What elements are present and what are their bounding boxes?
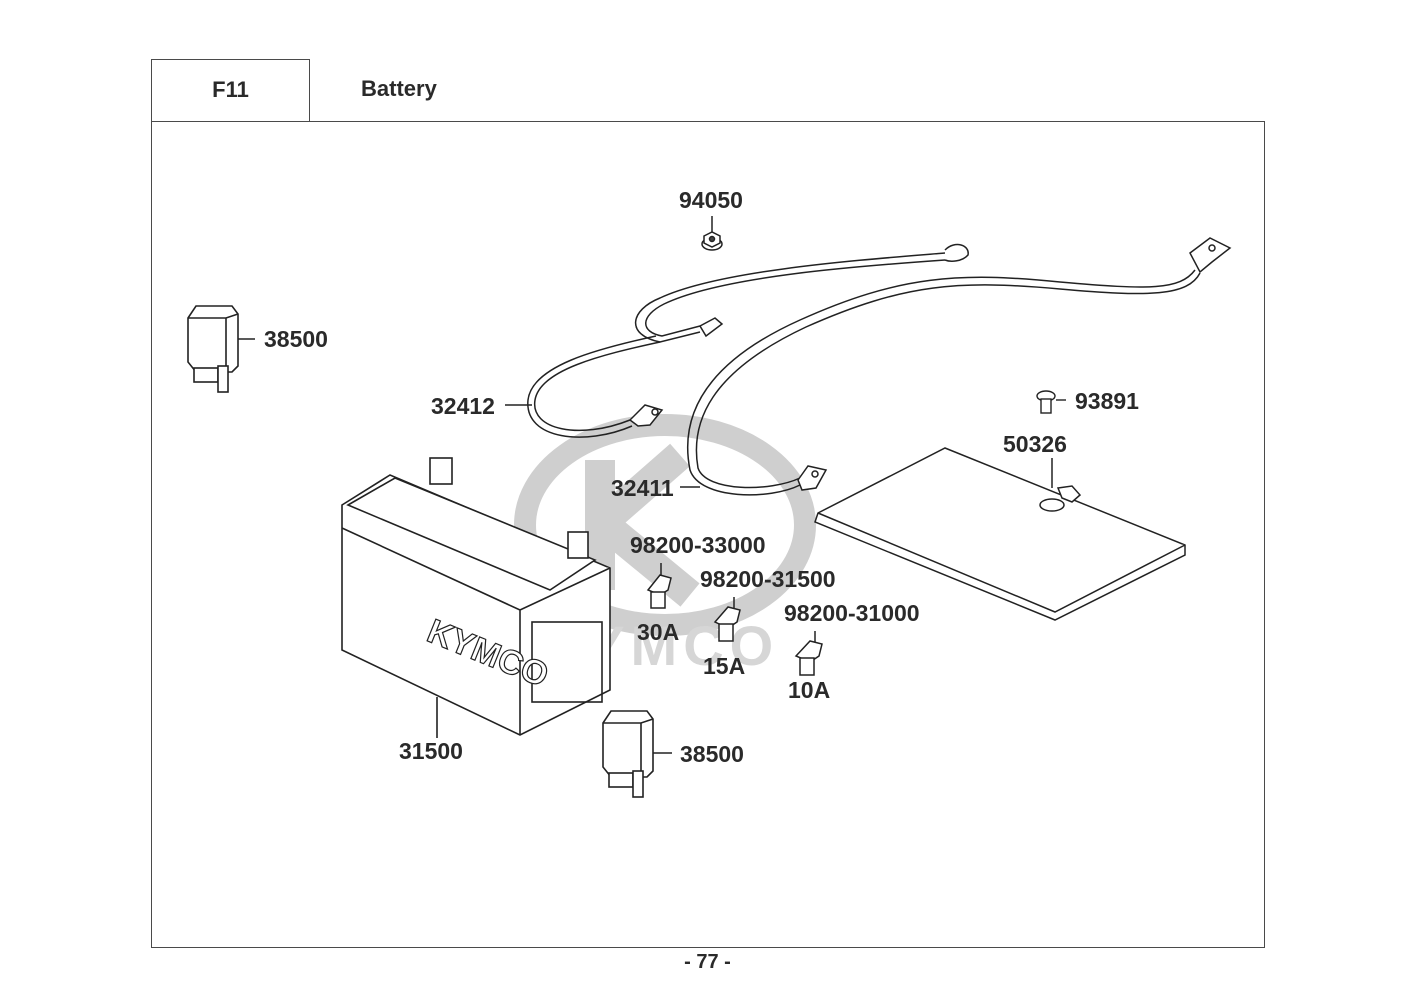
part-label-98200-31500: 98200-31500 bbox=[700, 566, 836, 592]
part-label-98200-31000: 98200-31000 bbox=[784, 600, 920, 626]
fuse-rating-30a: 30A bbox=[637, 619, 680, 645]
page-number: - 77 - bbox=[684, 951, 731, 973]
section-code-cell bbox=[151, 59, 310, 121]
page-title: Battery bbox=[361, 76, 437, 101]
fuse-rating-10a: 10A bbox=[788, 677, 831, 703]
section-code: F11 bbox=[212, 77, 249, 102]
part-label-31500: 31500 bbox=[399, 738, 463, 764]
flange-nut-icon bbox=[701, 216, 723, 251]
fuse-30a-icon bbox=[646, 563, 672, 609]
kymco-watermark-logo bbox=[514, 414, 816, 636]
part-label-93891: 93891 bbox=[1075, 388, 1139, 414]
fuse-10a-icon bbox=[794, 631, 823, 676]
battery-icon: KYMCO bbox=[341, 457, 611, 738]
cable-short-icon bbox=[505, 243, 969, 438]
part-label-98200-33000: 98200-33000 bbox=[630, 532, 766, 558]
relay-top-icon bbox=[187, 305, 255, 393]
fuse-rating-15a: 15A bbox=[703, 653, 746, 679]
part-label-94050: 94050 bbox=[679, 187, 743, 213]
fuse-15a-icon bbox=[713, 597, 741, 642]
part-label-32412: 32412 bbox=[431, 393, 495, 419]
part-label-38500-top: 38500 bbox=[264, 326, 328, 352]
cable-long-icon bbox=[680, 237, 1232, 496]
bolt-icon bbox=[1036, 390, 1066, 414]
battery-cover-icon bbox=[814, 447, 1186, 621]
relay-bottom-icon bbox=[602, 710, 672, 798]
diagram-frame bbox=[151, 121, 1265, 948]
part-label-50326: 50326 bbox=[1003, 431, 1067, 457]
part-label-38500-bottom: 38500 bbox=[680, 741, 744, 767]
part-label-32411: 32411 bbox=[611, 475, 674, 501]
